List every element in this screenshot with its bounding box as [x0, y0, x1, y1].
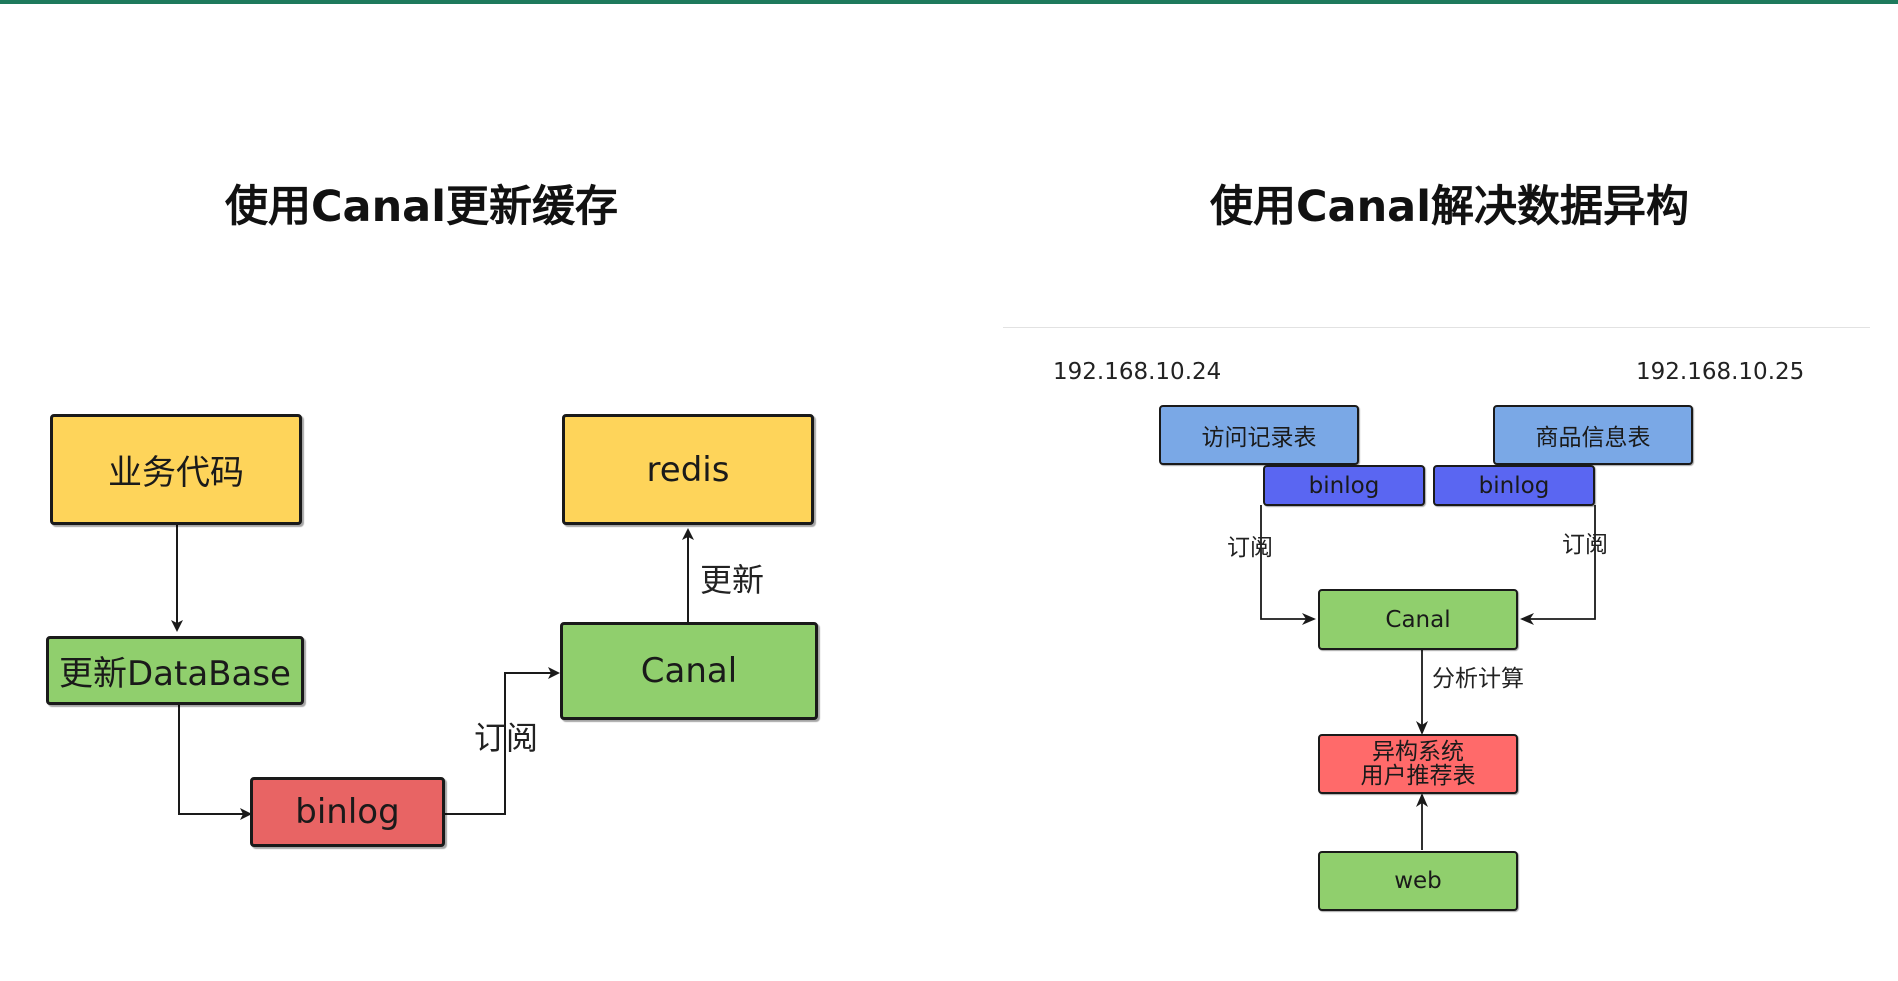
edge-binlog-left-to-canal [1260, 505, 1316, 625]
node-redis: redis [562, 414, 814, 525]
node-update-database-label: 更新DataBase [59, 654, 291, 694]
node-web: web [1318, 851, 1518, 911]
node-binlog: binlog [250, 777, 445, 847]
node-redis-label: redis [646, 449, 730, 490]
node-business-code: 业务代码 [50, 414, 302, 525]
edge-db-to-binlog [178, 705, 252, 820]
right-diagram-top-border [1003, 327, 1870, 328]
right-diagram-title: 使用Canal解决数据异构 [1210, 182, 1689, 232]
node-product-info-table: 商品信息表 [1493, 405, 1693, 465]
node-heterogeneous-system-line1: 异构系统 [1372, 738, 1464, 765]
edge-label-update: 更新 [700, 561, 765, 599]
node-access-record-table: 访问记录表 [1159, 405, 1359, 465]
node-heterogeneous-system-line2: 用户推荐表 [1360, 763, 1476, 789]
ip-label-left: 192.168.10.24 [1053, 359, 1222, 385]
node-web-label: web [1394, 868, 1442, 894]
node-update-database: 更新DataBase [46, 636, 304, 705]
node-product-info-table-label: 商品信息表 [1535, 425, 1651, 451]
node-binlog-label: binlog [295, 792, 400, 832]
node-binlog-right: binlog [1433, 465, 1595, 506]
node-heterogeneous-system: 异构系统 用户推荐表 [1318, 734, 1518, 794]
node-access-record-table-label: 访问记录表 [1201, 425, 1317, 451]
node-binlog-left: binlog [1263, 465, 1425, 506]
edge-label-analysis: 分析计算 [1432, 666, 1524, 692]
edge-binlog-right-to-canal [1520, 505, 1596, 625]
edge-label-subscribe-left: 订阅 [1227, 535, 1273, 561]
node-binlog-left-label: binlog [1308, 472, 1380, 499]
node-canal-label: Canal [640, 651, 738, 691]
node-business-code-label: 业务代码 [108, 453, 244, 493]
edge-label-subscribe-right: 订阅 [1562, 532, 1608, 558]
node-binlog-right-label: binlog [1478, 472, 1550, 499]
edge-label-subscribe: 订阅 [474, 719, 539, 757]
left-diagram-title: 使用Canal更新缓存 [225, 182, 618, 232]
ip-label-right: 192.168.10.25 [1636, 359, 1805, 385]
top-accent-bar [0, 0, 1898, 4]
node-canal-right-label: Canal [1385, 606, 1451, 633]
edge-binlog-to-canal [445, 667, 560, 815]
node-canal-right: Canal [1318, 589, 1518, 650]
node-canal: Canal [560, 622, 818, 720]
